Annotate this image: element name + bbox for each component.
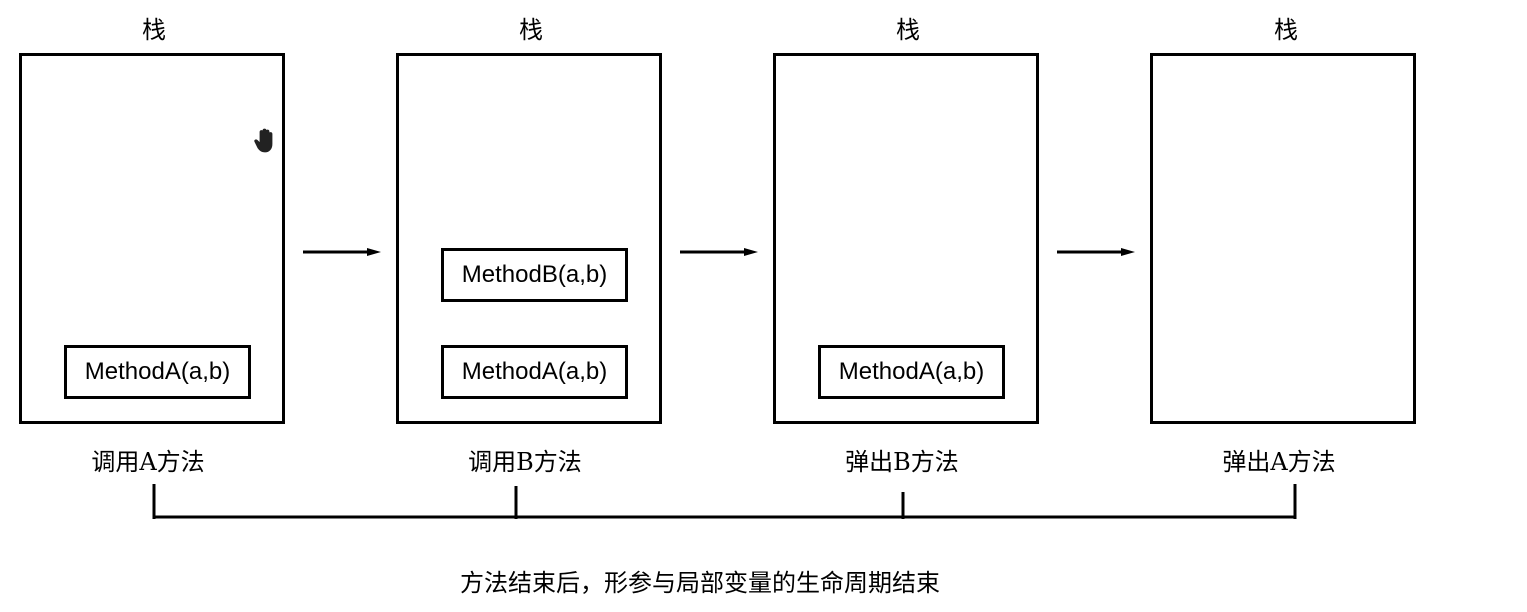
caption-1: 调用A方法 bbox=[91, 448, 205, 476]
stack-label-3: 栈 bbox=[896, 16, 920, 44]
stack-box-3 bbox=[773, 53, 1039, 424]
stack-box-4 bbox=[1150, 53, 1416, 424]
stack-frame-method-a: MethodA(a,b) bbox=[818, 345, 1005, 399]
stack-label-1: 栈 bbox=[142, 16, 166, 44]
stack-box-2 bbox=[396, 53, 662, 424]
stack-frame-method-b: MethodB(a,b) bbox=[441, 248, 628, 302]
stack-label-2: 栈 bbox=[519, 16, 543, 44]
right-arrow-icon bbox=[1057, 248, 1135, 256]
stack-frame-method-a: MethodA(a,b) bbox=[64, 345, 251, 399]
caption-2: 调用B方法 bbox=[468, 448, 582, 476]
caption-4: 弹出A方法 bbox=[1222, 448, 1336, 476]
hand-cursor-icon bbox=[254, 128, 273, 153]
lifecycle-note: 方法结束后，形参与局部变量的生命周期结束 bbox=[460, 569, 940, 597]
right-arrow-icon bbox=[680, 248, 758, 256]
caption-3: 弹出B方法 bbox=[845, 448, 959, 476]
stack-box-1 bbox=[19, 53, 285, 424]
stack-frame-method-a: MethodA(a,b) bbox=[441, 345, 628, 399]
stack-label-4: 栈 bbox=[1274, 16, 1298, 44]
right-arrow-icon bbox=[303, 248, 381, 256]
